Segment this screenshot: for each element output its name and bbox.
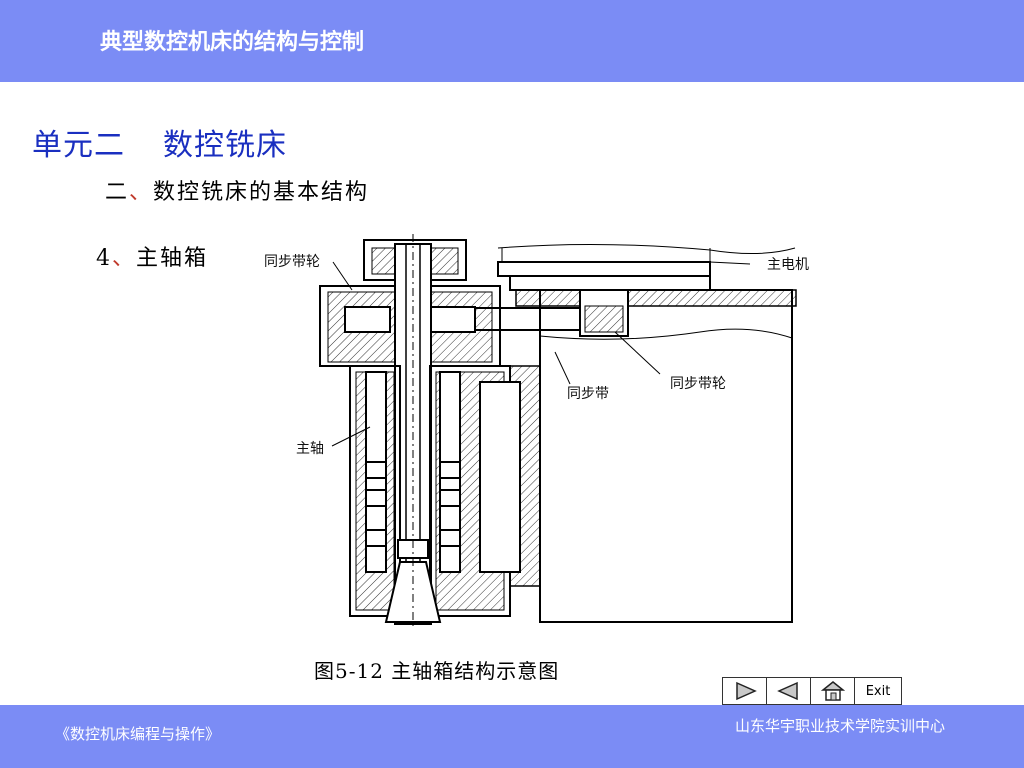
spindle-taper [384, 561, 442, 623]
label-spindle: 主轴 [296, 441, 324, 457]
label-main-motor: 主电机 [767, 257, 809, 273]
footer-institution: 山东华宇职业技术学院实训中心 [735, 717, 946, 735]
unit-name: 数控铣床 [163, 128, 287, 163]
home-icon [820, 681, 845, 701]
nav-toolbar: Exit [722, 677, 902, 707]
section-separator: 、 [129, 180, 154, 205]
next-button[interactable] [722, 677, 767, 705]
footer-bar: 《数控机床编程与操作》 山东华宇职业技术学院实训中心 [0, 705, 1024, 768]
leader-pulley-top [332, 261, 353, 291]
exit-button[interactable]: Exit [854, 677, 902, 705]
label-sync-pulley-right: 同步带轮 [670, 376, 726, 392]
play-right-icon [735, 681, 757, 701]
main-motor-block [539, 289, 793, 623]
item-number: 4 [96, 246, 112, 271]
play-left-icon [776, 681, 798, 701]
footer-course-title: 《数控机床编程与操作》 [55, 725, 221, 743]
section-title: 二、数控铣床的基本结构 [105, 174, 369, 206]
item-title: 4、主轴箱 [96, 240, 208, 272]
label-sync-pulley-top: 同步带轮 [264, 254, 320, 270]
header-title: 典型数控机床的结构与控制 [100, 30, 365, 55]
leader-spindle [331, 426, 371, 447]
spindle-box-diagram: 同步带轮 主电机 同步带 同步带轮 主轴 [264, 234, 809, 630]
leader-belt [554, 351, 571, 385]
pulley-left [344, 306, 391, 333]
header-bar: 典型数控机床的结构与控制 [0, 0, 1024, 82]
motor-plate [497, 261, 711, 277]
diagram-caption: 图5-12 主轴箱结构示意图 [314, 659, 560, 683]
home-button[interactable] [810, 677, 855, 705]
leader-motor [709, 261, 751, 265]
item-separator: 、 [112, 246, 137, 271]
section-number: 二 [105, 180, 130, 205]
previous-button[interactable] [766, 677, 811, 705]
label-sync-belt: 同步带 [567, 386, 609, 402]
pulley-right [429, 306, 476, 333]
unit-label: 单元二 [32, 128, 125, 163]
unit-title: 单元二 数控铣床 [32, 120, 287, 164]
lower-housing-left [349, 365, 401, 617]
leader-pulley-right [614, 331, 661, 375]
section-text: 数控铣床的基本结构 [153, 180, 370, 205]
item-text: 主轴箱 [136, 246, 209, 271]
